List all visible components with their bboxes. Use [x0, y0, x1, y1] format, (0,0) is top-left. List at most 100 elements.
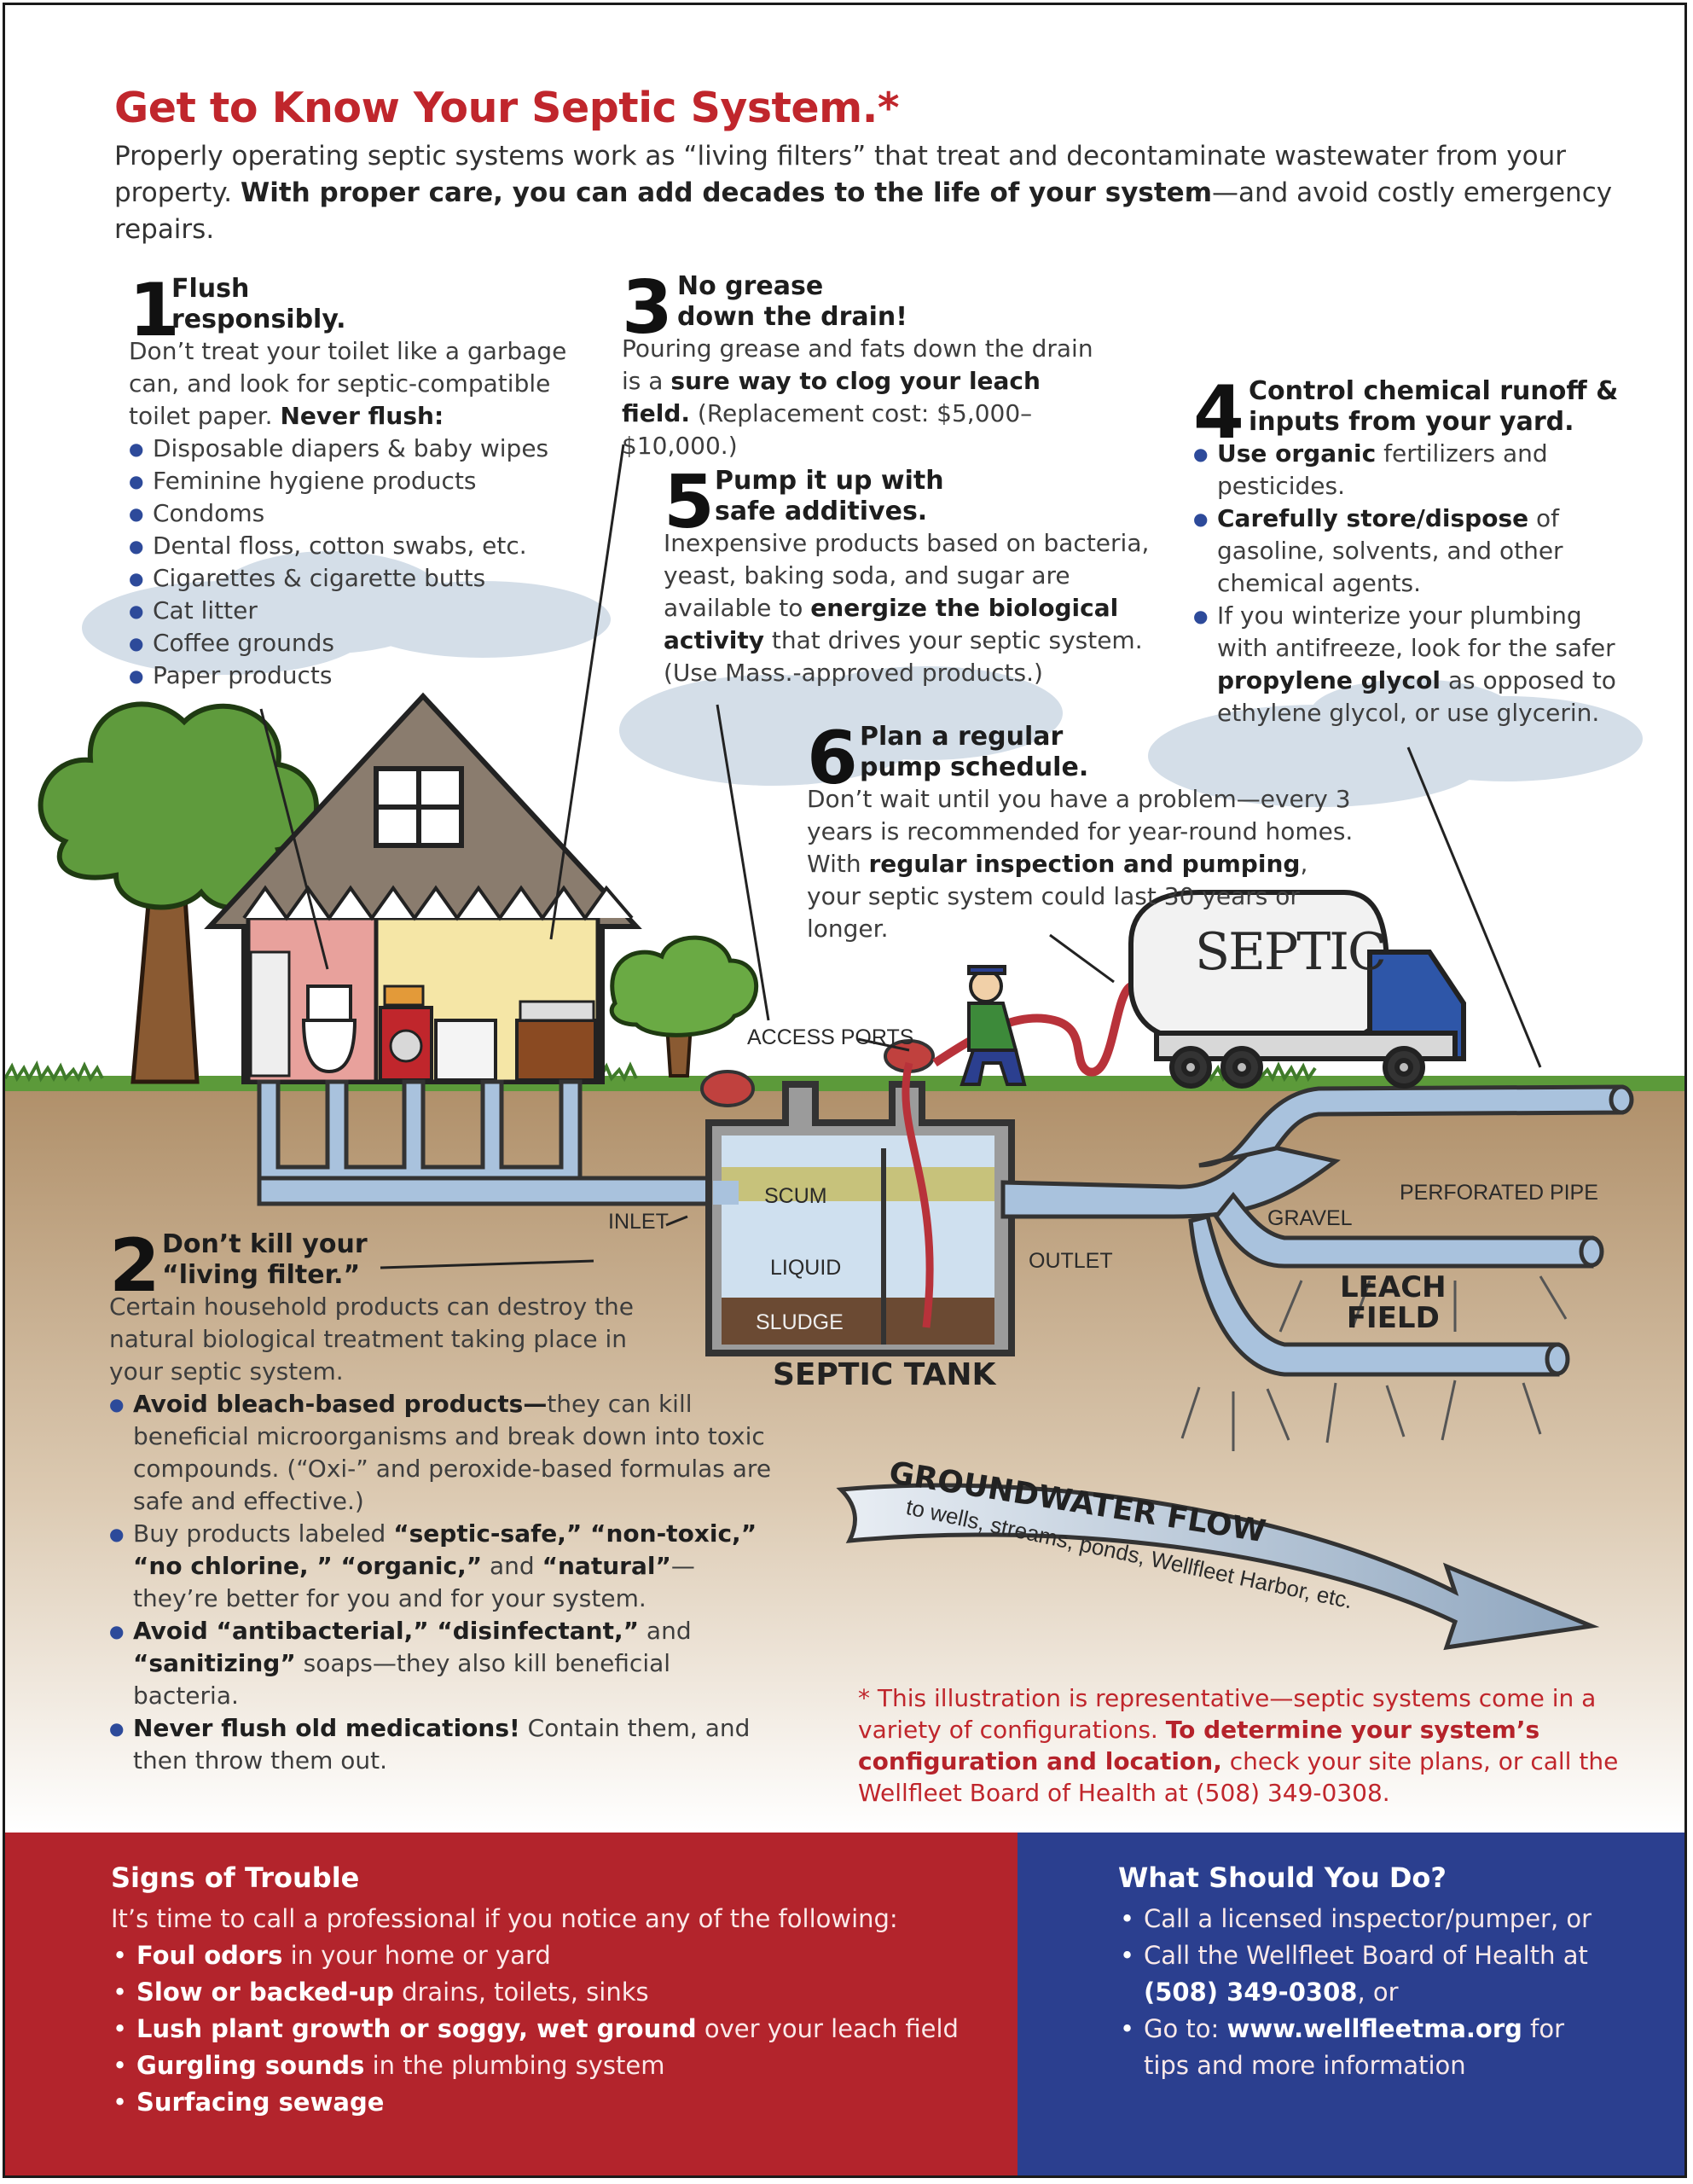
- item-text: fertilizers and pesticides.: [1217, 439, 1548, 500]
- signs-content: It’s time to call a professional if you …: [111, 1901, 998, 2121]
- septic-tank: [700, 1039, 1015, 1356]
- tip-text: (Replacement cost: $5,000–$10,000.): [622, 399, 1033, 460]
- todo-title: What Should You Do?: [1118, 1862, 1447, 1894]
- tip-title-line: pump schedule.: [860, 752, 1089, 782]
- list-item: Carefully store/dispose of gasoline, sol…: [1193, 502, 1637, 600]
- tip-2: 2 Don’t kill your “living filter.” Certa…: [109, 1229, 774, 1777]
- signs-intro: It’s time to call a professional if you …: [111, 1904, 898, 1933]
- what-to-do-panel: What Should You Do? Call a licensed insp…: [1018, 1833, 1684, 2175]
- tip-text: , your septic system could last 30 years…: [807, 850, 1308, 943]
- tip-6: 6 Plan a regular pump schedule. Don’t wa…: [807, 722, 1378, 945]
- todo-list: Call a licensed inspector/pumper, or Cal…: [1118, 1901, 1613, 2084]
- bush: [609, 935, 759, 1077]
- tip-title-line: Don’t kill your: [162, 1229, 368, 1259]
- tip-number: 5: [664, 460, 715, 545]
- item-text: in your home or yard: [282, 1941, 551, 1970]
- list-item: Avoid bleach-based products—they can kil…: [109, 1388, 774, 1518]
- tip-5: 5 Pump it up with safe additives. Inexpe…: [664, 466, 1158, 689]
- worker-figure: [960, 965, 1027, 1086]
- item-text: Go to:: [1144, 2014, 1227, 2043]
- list-item: Use organic fertilizers and pesticides.: [1193, 438, 1637, 502]
- tip-bold: sure way to clog your leach field.: [622, 367, 1041, 427]
- footnote-bold: To determine your system’s configuration…: [858, 1716, 1540, 1775]
- list-item: Coffee grounds: [129, 627, 606, 659]
- item-text: for tips and more information: [1144, 2014, 1564, 2080]
- phone-number[interactable]: (508) 349-0308: [1144, 1978, 1358, 2007]
- item-text: , or: [1357, 1978, 1399, 2007]
- item-bold: Avoid bleach-based products—: [133, 1390, 548, 1418]
- list-item: Never flush old medications! Contain the…: [109, 1712, 774, 1777]
- item-bold: Lush plant growth or soggy, wet ground: [136, 2014, 697, 2043]
- tip-title: Don’t kill your “living filter.”: [162, 1229, 774, 1291]
- item-text: soaps—they also kill beneficial bacteria…: [133, 1649, 671, 1710]
- tip-body: Don’t wait until you have a problem—ever…: [807, 783, 1361, 945]
- tip-number: 1: [129, 268, 180, 353]
- item-text: they can kill beneficial microorganisms …: [133, 1390, 772, 1515]
- tip-title-line: inputs from your yard.: [1249, 407, 1574, 437]
- leach-line: LEACH: [1340, 1270, 1447, 1304]
- hose-in-tank: [902, 1061, 934, 1328]
- footnote-text: check your site plans, or call the Wellf…: [858, 1747, 1619, 1807]
- item-text: over your leach field: [696, 2014, 959, 2043]
- tip-body: Inexpensive products based on bacteria, …: [664, 527, 1158, 689]
- intro-part: —and avoid costly emergency repairs.: [114, 177, 1613, 245]
- tip-title-line: Control chemical runoff &: [1249, 376, 1619, 406]
- tip-title: Flush responsibly.: [171, 274, 606, 335]
- website-link[interactable]: www.wellfleetma.org: [1226, 2014, 1522, 2043]
- tip-title-line: safe additives.: [715, 497, 928, 526]
- footnote-text: * This illustration is representative—se…: [858, 1684, 1597, 1744]
- tip-title: Control chemical runoff & inputs from yo…: [1249, 376, 1637, 438]
- tip-number: 6: [807, 716, 858, 801]
- tip-3: 3 No grease down the drain! Pouring grea…: [622, 271, 1116, 462]
- gravel-label: GRAVEL: [1267, 1206, 1353, 1230]
- todo-content: Call a licensed inspector/pumper, or Cal…: [1118, 1901, 1613, 2084]
- list-item: Slow or backed-up drains, toilets, sinks: [111, 1974, 998, 2011]
- list-item: Cigarettes & cigarette butts: [129, 562, 606, 595]
- root-lines: [1180, 1275, 1568, 1451]
- item-bold: Use organic: [1217, 439, 1377, 468]
- tip-4-list: Use organic fertilizers and pesticides. …: [1193, 438, 1637, 729]
- tip-bold: regular inspection and pumping: [868, 850, 1301, 878]
- list-item: Disposable diapers & baby wipes: [129, 433, 606, 465]
- tip-number: 3: [622, 265, 673, 351]
- house: [204, 692, 642, 1084]
- list-item: Foul odors in your home or yard: [111, 1937, 998, 1974]
- truck-label: SEPTIC: [1195, 922, 1387, 982]
- tip-title: Pump it up with safe additives.: [715, 466, 1158, 527]
- item-text: —they’re better for you and for your sys…: [133, 1552, 695, 1612]
- inlet-label: INLET: [608, 1210, 669, 1234]
- list-item: Lush plant growth or soggy, wet ground o…: [111, 2011, 998, 2048]
- tip-title-line: Plan a regular: [860, 722, 1064, 752]
- tip-text: Don’t wait until you have a problem—ever…: [807, 785, 1354, 878]
- item-bold: propylene glycol: [1217, 666, 1441, 694]
- item-bold: Foul odors: [136, 1941, 283, 1970]
- list-item: Paper products: [129, 659, 606, 692]
- tip-title-line: Pump it up with: [715, 466, 944, 496]
- item-bold: Gurgling sounds: [136, 2051, 365, 2080]
- item-text: as opposed to ethylene glycol, or use gl…: [1217, 666, 1616, 727]
- item-bold: Surfacing sewage: [136, 2088, 385, 2117]
- signs-list: Foul odors in your home or yard Slow or …: [111, 1937, 998, 2121]
- septic-truck: [1128, 890, 1466, 1089]
- access-ports-label: ACCESS PORTS: [747, 1025, 914, 1049]
- intro-bold: With proper care, you can add decades to…: [241, 177, 1212, 208]
- item-text: Buy products labeled: [133, 1519, 394, 1548]
- item-bold: Slow or backed-up: [136, 1978, 394, 2007]
- list-item: If you winterize your plumbing with anti…: [1193, 600, 1637, 729]
- tip-4: 4 Control chemical runoff & inputs from …: [1193, 376, 1637, 729]
- list-item: Surfacing sewage: [111, 2084, 998, 2121]
- tip-title-line: No grease: [677, 271, 824, 301]
- pump-hose: [932, 982, 1134, 1077]
- leach-line: FIELD: [1346, 1301, 1440, 1335]
- list-item: Cat litter: [129, 595, 606, 627]
- list-item: Go to: www.wellfleetma.org for tips and …: [1118, 2011, 1613, 2084]
- intro-text: Properly operating septic systems work a…: [114, 138, 1615, 248]
- list-item: Avoid “antibacterial,” “disinfectant,” a…: [109, 1615, 774, 1712]
- item-bold: “sanitizing”: [133, 1649, 296, 1677]
- page-title: Get to Know Your Septic System.*: [114, 84, 899, 132]
- tank-pipes: [713, 1141, 1341, 1219]
- intro-part: Properly operating septic systems work a…: [114, 141, 1566, 208]
- signs-of-trouble-panel: Signs of Trouble It’s time to call a pro…: [5, 1833, 1018, 2175]
- item-bold: “natural”: [542, 1552, 671, 1580]
- tip-2-list: Avoid bleach-based products—they can kil…: [109, 1388, 774, 1777]
